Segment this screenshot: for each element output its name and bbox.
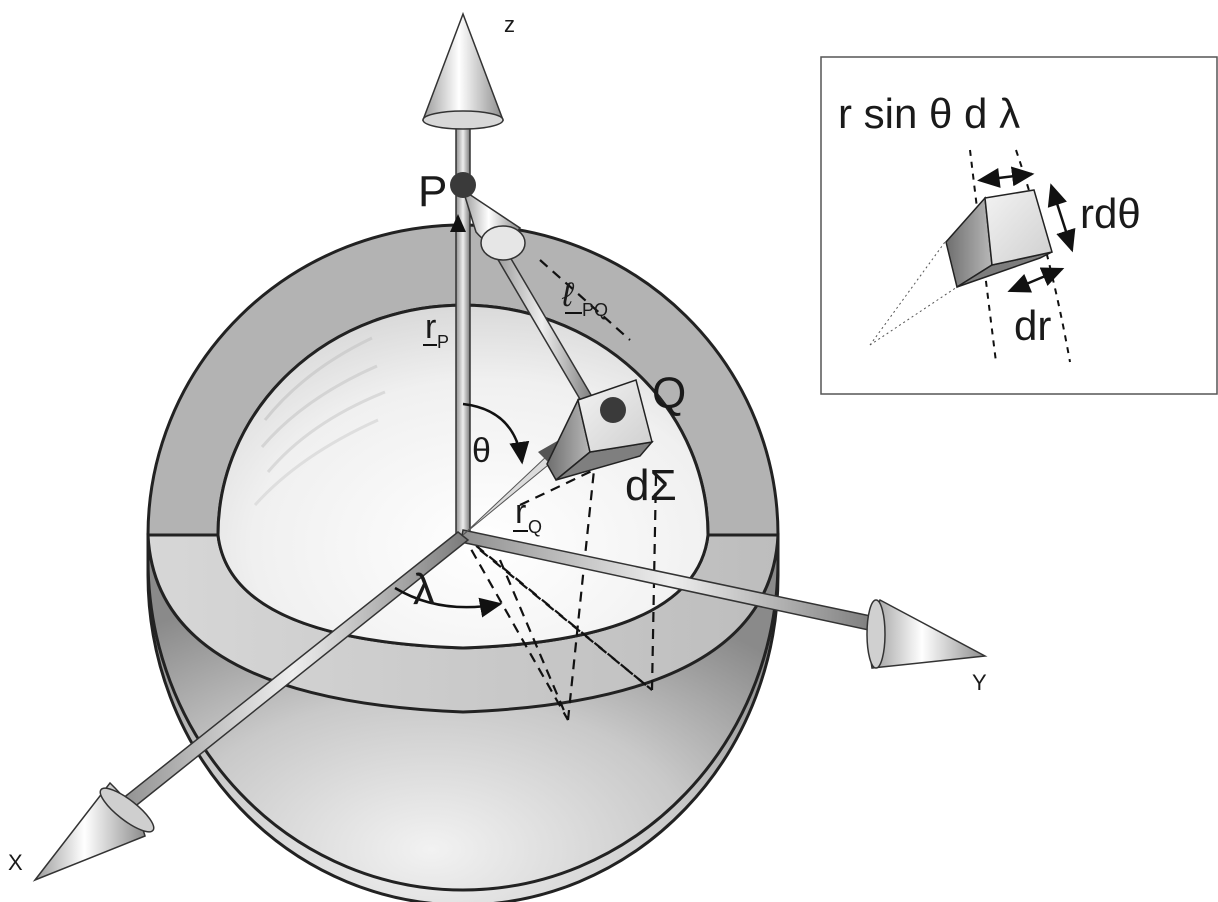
point-q-label: Q [652, 369, 686, 418]
svg-text:Q: Q [528, 517, 542, 537]
point-p-label: P [418, 167, 447, 216]
inset-dotted-apex [869, 241, 958, 346]
svg-text:P: P [437, 332, 449, 352]
theta-arc [462, 402, 530, 465]
rp-label: r P [423, 308, 449, 352]
pq-rod [461, 188, 596, 408]
inset-depth-label: dr [1014, 302, 1051, 349]
inset-volume-element [945, 189, 1053, 289]
lpq-label: ℓ PQ [561, 276, 608, 320]
y-axis-label: Y [972, 670, 987, 695]
theta-label: θ [472, 432, 491, 470]
svg-text:r: r [515, 493, 526, 531]
svg-text:r: r [425, 308, 436, 346]
point-p-marker [450, 172, 476, 232]
x-axis-label: X [8, 850, 23, 875]
lambda-label: λ [413, 565, 435, 614]
lambda-arc [394, 586, 503, 618]
z-axis-label: z [504, 12, 515, 37]
inset-dimension-arrows [977, 166, 1076, 293]
inset-panel: r sin θ d λ rdθ dr [820, 56, 1218, 395]
rq-label: r Q [513, 493, 542, 537]
d-sigma-label: dΣ [625, 461, 677, 510]
x-axis [32, 531, 470, 882]
svg-text:ℓ: ℓ [561, 276, 575, 314]
inset-width-label: r sin θ d λ [838, 90, 1020, 137]
point-q-marker [600, 397, 626, 423]
svg-text:PQ: PQ [582, 300, 608, 320]
inset-height-label: rdθ [1080, 190, 1141, 237]
y-axis [460, 529, 988, 669]
